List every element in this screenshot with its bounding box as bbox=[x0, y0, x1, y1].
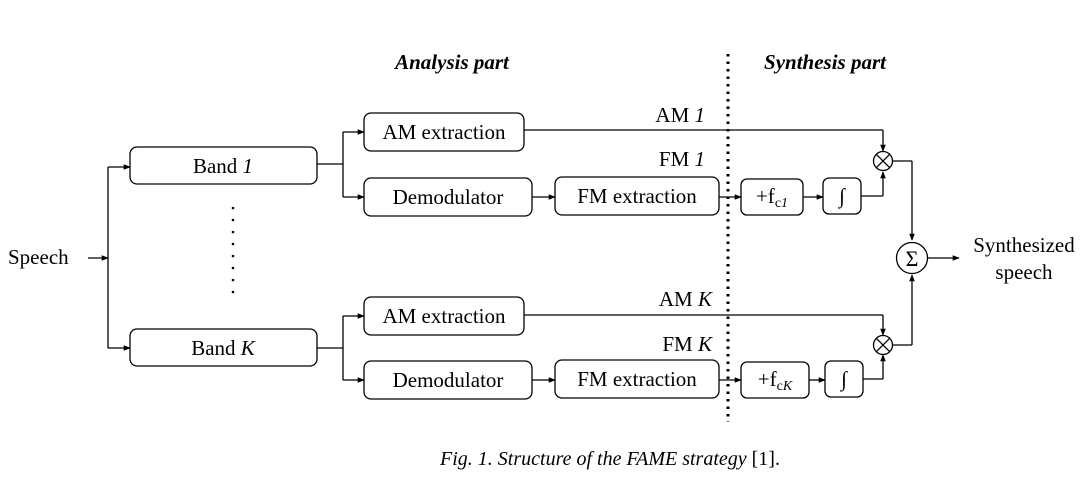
fm-extraction-k-label: FM extraction bbox=[577, 367, 697, 391]
output-label-line1: Synthesized bbox=[973, 233, 1075, 257]
speech-input-label: Speech bbox=[8, 245, 69, 269]
analysis-part-header: Analysis part bbox=[393, 50, 510, 74]
am-extraction-k-label: AM extraction bbox=[382, 304, 506, 328]
am-extraction-k-box bbox=[363, 296, 525, 336]
integrator-k-symbol: ∫ bbox=[839, 367, 848, 392]
fm-extraction-1-box bbox=[554, 176, 720, 216]
figure-caption: Fig. 1. Structure of the FAME strategy [… bbox=[439, 448, 780, 470]
carrier-k-label: +fcK bbox=[758, 367, 793, 394]
integrator-1-symbol: ∫ bbox=[837, 184, 846, 209]
am-extraction-1-box bbox=[363, 112, 525, 152]
am-k-signal-label: AM K bbox=[659, 287, 713, 311]
band-1-channel: Band 1 AM extraction Demodulator FM extr… bbox=[129, 103, 915, 241]
band-1-label: Band 1 bbox=[193, 154, 253, 178]
fm-extraction-k-box bbox=[554, 359, 720, 399]
am-1-signal-label: AM 1 bbox=[655, 103, 705, 127]
carrier-1-label: +fc1 bbox=[756, 184, 788, 211]
band-ellipsis-dots bbox=[231, 206, 235, 294]
synthesis-part-header: Synthesis part bbox=[764, 50, 887, 74]
output-label-line2: speech bbox=[995, 260, 1053, 284]
am-extraction-1-label: AM extraction bbox=[382, 120, 506, 144]
demodulator-1-label: Demodulator bbox=[393, 185, 504, 209]
band-k-label: Band K bbox=[191, 336, 256, 360]
band-1-box bbox=[129, 146, 318, 185]
fm-1-signal-label: FM 1 bbox=[659, 147, 705, 171]
summation-symbol: Σ bbox=[906, 246, 919, 271]
demodulator-k-label: Demodulator bbox=[393, 368, 504, 392]
band-k-channel: Band K AM extraction Demodulator FM extr… bbox=[129, 274, 915, 400]
fm-k-signal-label: FM K bbox=[662, 332, 713, 356]
fm-extraction-1-label: FM extraction bbox=[577, 184, 697, 208]
summation-icon bbox=[895, 241, 929, 275]
